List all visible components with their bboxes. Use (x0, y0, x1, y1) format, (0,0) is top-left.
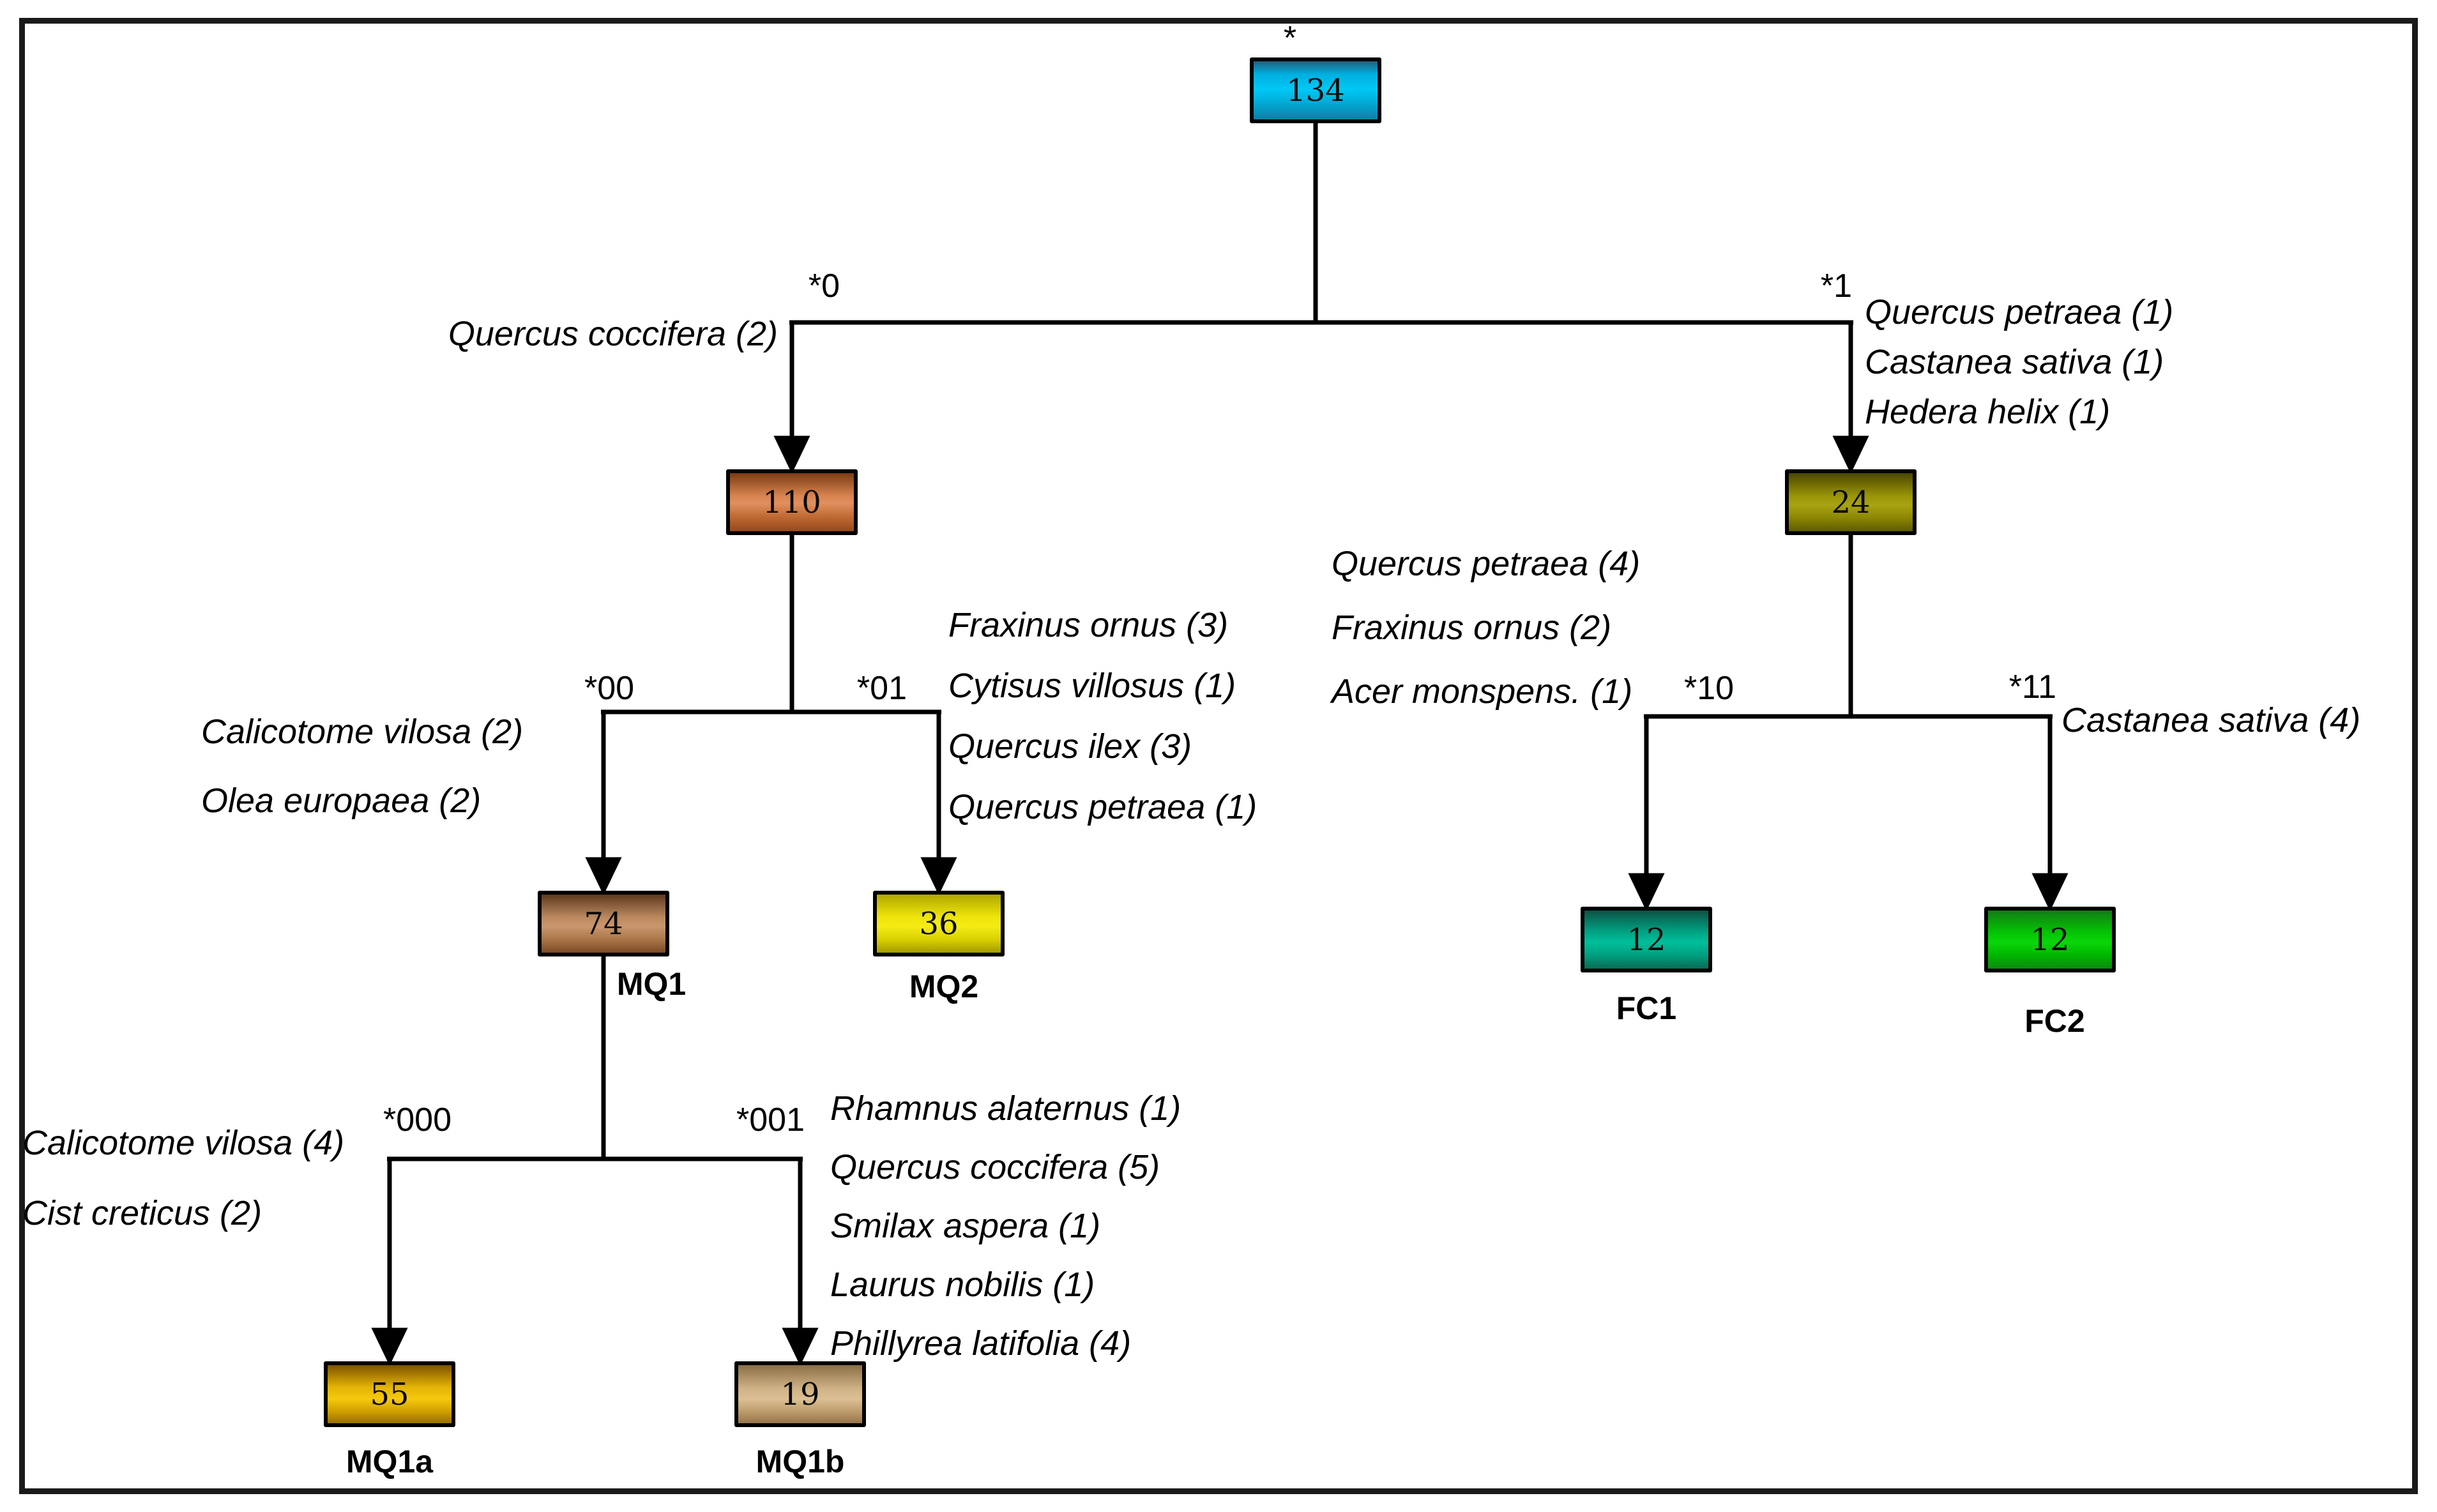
species-item: Rhamnus alaternus (1) (830, 1089, 1181, 1128)
cluster-name-fc2: FC2 (2024, 1003, 2085, 1039)
node-mq1a-box: 55 (324, 1361, 455, 1427)
branch-label-1: *1 (1820, 268, 1852, 305)
species-list-branch-001: Rhamnus alaternus (1) Quercus coccifera … (830, 1079, 1181, 1373)
node-count: 110 (763, 484, 821, 520)
species-item: Fraxinus ornus (2) (1332, 609, 1612, 647)
branch-label-01: *01 (856, 670, 907, 707)
species-list-branch-000: Calicotome vilosa (4) Cist creticus (2) (22, 1108, 344, 1248)
branch-000-arrowhead (371, 1327, 408, 1366)
branch-11-arrowhead (2031, 873, 2069, 912)
species-item: Laurus nobilis (1) (830, 1266, 1095, 1304)
connector-group (371, 120, 2069, 1366)
species-list-branch-0: Quercus coccifera (2) (319, 314, 778, 354)
cluster-name-mq2: MQ2 (909, 969, 979, 1004)
species-list-branch-11: Castanea sativa (4) (2061, 700, 2360, 740)
node-24-box: 24 (1785, 469, 1917, 535)
species-item: Quercus ilex (3) (948, 727, 1192, 766)
node-root-box: 134 (1250, 57, 1381, 123)
branch-label-11: *11 (2008, 669, 2056, 706)
node-count: 12 (1627, 921, 1666, 958)
species-item: Olea europaea (2) (201, 782, 482, 820)
species-item: Acer monspens. (1) (1332, 672, 1633, 711)
species-item: Quercus petraea (1) (948, 788, 1257, 826)
branch-label-001: *001 (736, 1101, 805, 1138)
species-list-branch-10: Quercus petraea (4) Fraxinus ornus (2) A… (1332, 532, 1640, 723)
branch-label-root: * (1283, 20, 1297, 57)
species-item: Fraxinus ornus (3) (948, 606, 1229, 644)
species-item: Cist creticus (2) (22, 1194, 262, 1232)
node-count: 134 (1286, 72, 1345, 109)
branch-01-arrowhead (920, 857, 957, 896)
node-count: 55 (370, 1376, 409, 1412)
species-list-branch-1: Quercus petraea (1) Castanea sativa (1) … (1865, 287, 2173, 437)
node-fc1-box: 12 (1581, 907, 1712, 972)
cluster-name-mq1b: MQ1b (755, 1444, 845, 1479)
node-count: 19 (780, 1376, 820, 1412)
branch-label-000: *000 (383, 1101, 452, 1138)
species-item: Quercus coccifera (5) (830, 1148, 1160, 1186)
species-item: Calicotome vilosa (2) (201, 713, 524, 751)
node-count: 12 (2030, 921, 2070, 958)
cluster-name-mq1: MQ1 (616, 966, 687, 1002)
species-item: Calicotome vilosa (4) (22, 1124, 345, 1162)
species-list-branch-01: Fraxinus ornus (3) Cytisus villosus (1) … (948, 595, 1257, 838)
species-item: Phillyrea latifolia (4) (830, 1324, 1132, 1363)
species-item: Quercus petraea (1) (1865, 293, 2174, 331)
cluster-name-fc1: FC1 (1616, 990, 1677, 1026)
branch-0-arrowhead (773, 435, 810, 474)
species-item: Quercus petraea (4) (1332, 545, 1641, 583)
node-count: 74 (584, 905, 623, 942)
branch-001-arrowhead (782, 1327, 819, 1366)
branch-00-arrowhead (585, 857, 622, 896)
cluster-name-mq1a: MQ1a (345, 1444, 434, 1479)
branch-10-arrowhead (1628, 873, 1665, 912)
node-count: 24 (1831, 484, 1871, 520)
species-item: Cytisus villosus (1) (948, 667, 1236, 705)
species-item: Hedera helix (1) (1865, 393, 2111, 431)
node-fc2-box: 12 (1984, 907, 2116, 972)
node-110-box: 110 (726, 469, 858, 535)
species-item: Quercus coccifera (2) (448, 315, 778, 353)
node-mq1b-box: 19 (734, 1361, 866, 1427)
branch-1-arrowhead (1832, 435, 1869, 474)
branch-label-10: *10 (1684, 670, 1735, 707)
branch-label-00: *00 (584, 670, 635, 707)
branch-label-0: *0 (808, 268, 840, 305)
species-item: Castanea sativa (4) (2061, 701, 2361, 739)
species-item: Castanea sativa (1) (1865, 343, 2164, 381)
node-mq2-box: 36 (873, 891, 1005, 956)
node-count: 36 (919, 905, 959, 942)
figure-border-frame (19, 18, 2418, 1494)
species-item: Smilax aspera (1) (830, 1207, 1101, 1245)
species-list-branch-00: Calicotome vilosa (2) Olea europaea (2) (201, 697, 523, 835)
node-mq1-box: 74 (538, 891, 669, 956)
